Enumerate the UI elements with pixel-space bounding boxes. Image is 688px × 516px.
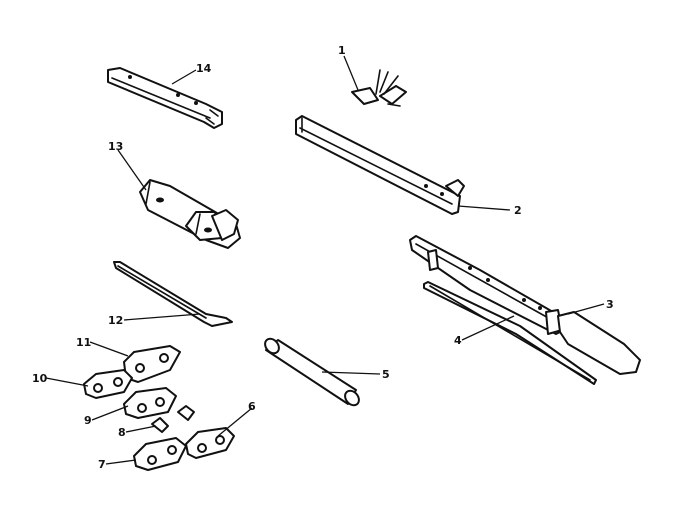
- label-12: 12: [108, 314, 123, 327]
- label-3: 3: [606, 298, 614, 311]
- part-14-wrench: [107, 67, 223, 129]
- label-13: 13: [108, 140, 123, 153]
- part-1-clip: [351, 69, 407, 107]
- part-8-rivets: [151, 405, 195, 433]
- part-3-file-holder: [409, 235, 641, 375]
- part-2-guide-bar: [295, 115, 465, 215]
- part-13-socket-wrench: [139, 179, 241, 249]
- leader-lines: [45, 55, 605, 465]
- label-14: 14: [196, 62, 212, 75]
- part-number-labels: 1 2 3 4 5 6 7 8 9 10 11 12 13 14: [32, 44, 614, 471]
- label-6: 6: [248, 400, 256, 413]
- label-8: 8: [118, 426, 126, 439]
- label-5: 5: [382, 368, 390, 381]
- part-10-link: [83, 369, 133, 399]
- label-1: 1: [338, 44, 346, 57]
- label-10: 10: [32, 372, 48, 385]
- label-11: 11: [76, 336, 91, 349]
- label-2: 2: [514, 204, 522, 217]
- part-7-link: [133, 437, 187, 471]
- label-7: 7: [98, 458, 106, 471]
- part-11-link: [123, 345, 181, 383]
- part-9-link: [123, 387, 177, 419]
- part-4-round-file: [423, 281, 597, 385]
- part-6-link: [185, 427, 235, 459]
- part-5-cylinder: [264, 337, 360, 407]
- label-4: 4: [454, 334, 462, 347]
- part-12-strip: [113, 261, 233, 327]
- label-9: 9: [84, 414, 92, 427]
